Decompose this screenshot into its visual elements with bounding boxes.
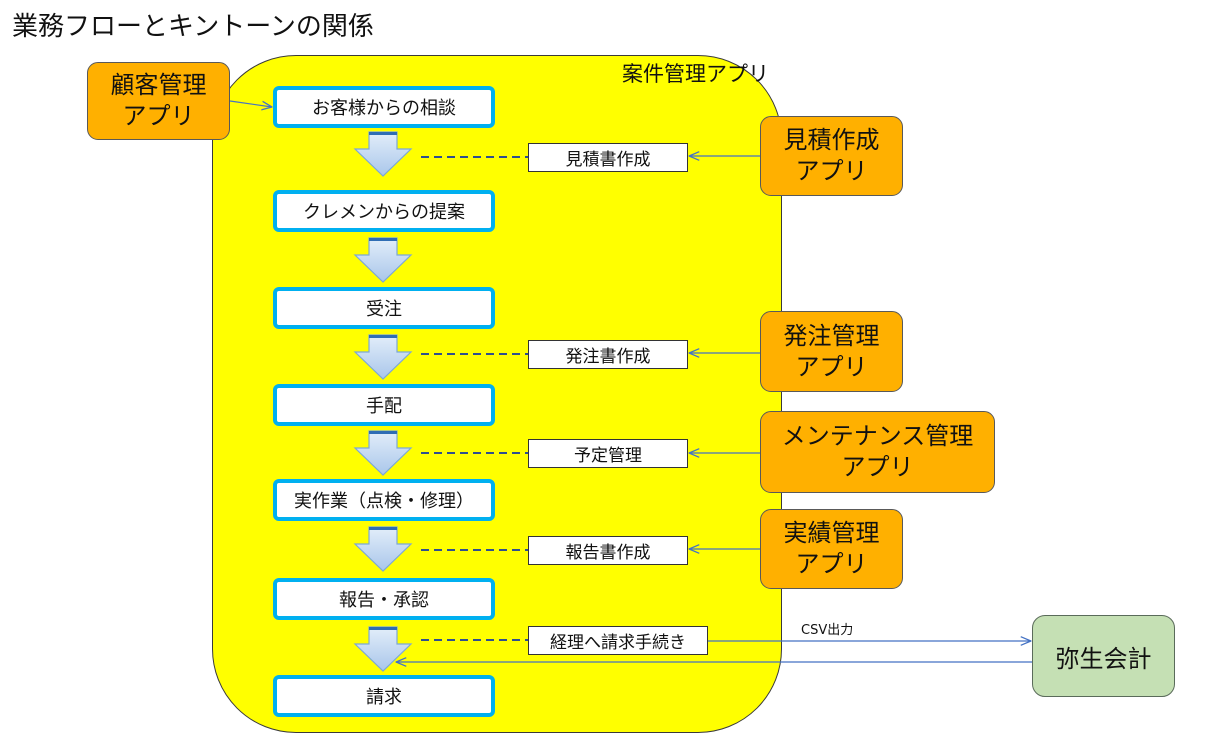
estimate-app-box: 見積作成 アプリ bbox=[760, 116, 903, 196]
app-name-line: 実績管理 bbox=[783, 519, 880, 547]
project-app-label: 案件管理アプリ bbox=[622, 62, 769, 86]
app-name-line: メンテナンス管理 bbox=[781, 422, 974, 450]
flow-step-arrangement: 手配 bbox=[273, 384, 495, 426]
app-name-line: アプリ bbox=[122, 102, 195, 130]
app-name-line: アプリ bbox=[795, 550, 868, 578]
task-schedule: 予定管理 bbox=[528, 439, 688, 468]
app-name-line: アプリ bbox=[795, 157, 868, 185]
app-name-line: 発注管理 bbox=[783, 321, 880, 350]
flow-step-consultation: お客様からの相談 bbox=[273, 86, 495, 128]
flow-step-report-approval: 報告・承認 bbox=[273, 578, 495, 620]
app-name-line: 顧客管理 bbox=[110, 71, 207, 99]
task-billing-procedure: 経理へ請求手続き bbox=[528, 626, 708, 655]
order-app-box: 発注管理 アプリ bbox=[760, 311, 903, 392]
flow-step-work: 実作業（点検・修理） bbox=[273, 479, 495, 521]
flow-step-proposal: クレメンからの提案 bbox=[273, 190, 495, 232]
csv-export-label: CSV出力 bbox=[801, 623, 854, 638]
results-app-box: 実績管理 アプリ bbox=[760, 509, 903, 589]
accounting-system-box: 弥生会計 bbox=[1032, 615, 1175, 697]
maintenance-app-box: メンテナンス管理 アプリ bbox=[760, 411, 995, 493]
flow-step-billing: 請求 bbox=[273, 675, 495, 717]
app-name-line: アプリ bbox=[841, 453, 914, 481]
customer-app-box: 顧客管理 アプリ bbox=[87, 62, 230, 140]
app-name-line: アプリ bbox=[795, 352, 868, 381]
flow-step-order-received: 受注 bbox=[273, 287, 495, 329]
task-report-document: 報告書作成 bbox=[528, 536, 688, 565]
app-name-line: 見積作成 bbox=[783, 126, 880, 154]
page-title: 業務フローとキントーンの関係 bbox=[12, 12, 374, 42]
task-purchase-order: 発注書作成 bbox=[528, 340, 688, 369]
task-estimate-document: 見積書作成 bbox=[528, 143, 688, 172]
